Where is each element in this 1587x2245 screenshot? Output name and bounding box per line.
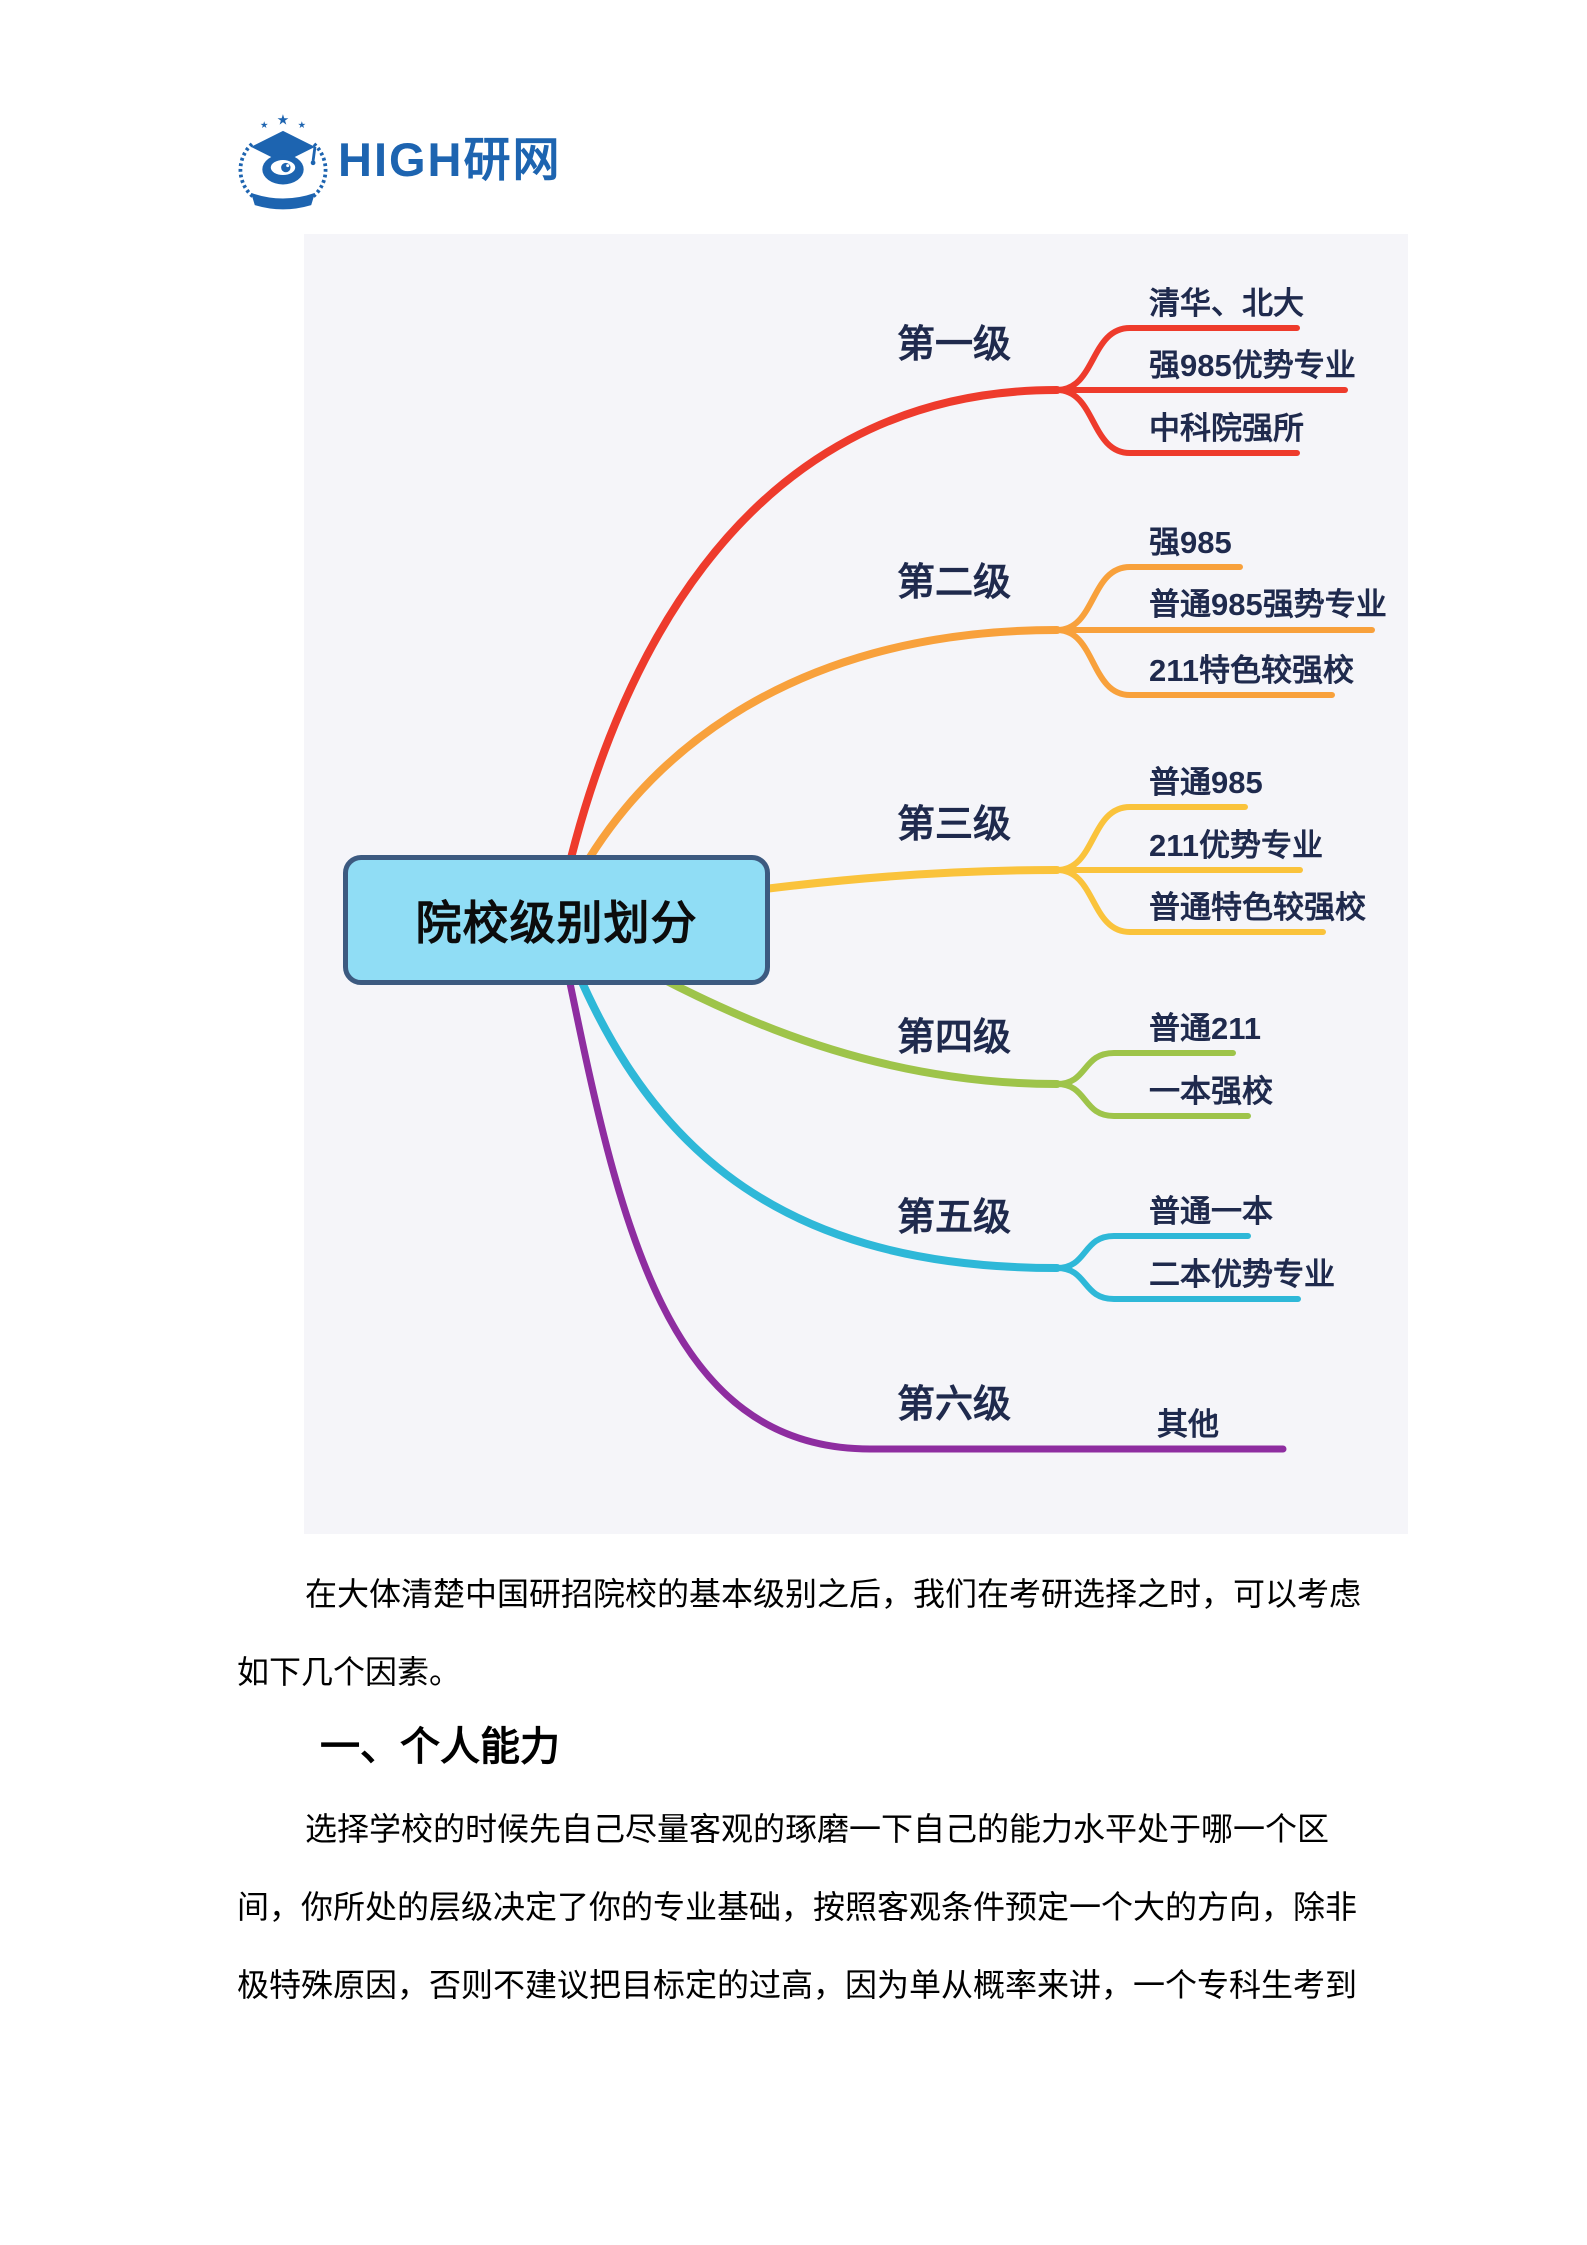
section-heading: 一、个人能力 (320, 1725, 560, 1769)
mindmap-branch-lines (553, 325, 1375, 1453)
child-label: 中科院强所 (1149, 411, 1304, 446)
branch-lines-level6 (553, 916, 1287, 1453)
child-label: 普通一本 (1149, 1194, 1273, 1229)
child-label: 强985 (1149, 525, 1232, 560)
branch-label-level2: 第二级 (896, 562, 1011, 604)
child-label: 清华、北大 (1149, 286, 1304, 321)
paragraph-line: 选择学校的时候先自己尽量客观的琢磨一下自己的能力水平处于哪一个区 (305, 1811, 1330, 1847)
child-label: 强985优势专业 (1149, 348, 1356, 383)
branch-label-level6: 第六级 (896, 1384, 1011, 1426)
child-label: 211优势专业 (1149, 828, 1324, 863)
paragraph-line: 极特殊原因，否则不建议把目标定的过高，因为单从概率来讲，一个专科生考到 (237, 1967, 1358, 2003)
branch-label-level3: 第三级 (896, 804, 1011, 846)
child-label: 普通985 (1149, 765, 1263, 800)
child-label: 普通211 (1149, 1011, 1262, 1046)
mindmap-root-node: 院校级别划分 (343, 855, 770, 985)
child-label: 二本优势专业 (1149, 1257, 1335, 1292)
child-label: 其他 (1157, 1407, 1219, 1442)
svg-text:★: ★ (298, 119, 306, 130)
branch-lines-level5 (553, 916, 1301, 1302)
branch-lines-level1 (553, 325, 1348, 924)
graduation-cap-eye-icon: ★ ★ ★ (238, 111, 328, 210)
brand-name: HIGH研网 (338, 133, 562, 186)
brand-logo: ★ ★ ★ HIGH研网 (236, 110, 562, 210)
paragraph-2: 选择学校的时候先自己尽量客观的琢磨一下自己的能力水平处于哪一个区 间，你所处的层… (237, 1790, 1367, 2024)
child-label: 一本强校 (1149, 1074, 1273, 1109)
branch-label-level5: 第五级 (896, 1197, 1011, 1239)
paragraph-1: 在大体清楚中国研招院校的基本级别之后，我们在考研选择之时，可以考虑 如下几个因素… (237, 1555, 1367, 1711)
branch-label-level1: 第一级 (896, 324, 1011, 366)
paragraph-line: 如下几个因素。 (237, 1654, 462, 1690)
paragraph-line: 在大体清楚中国研招院校的基本级别之后，我们在考研选择之时，可以考虑 (305, 1576, 1362, 1612)
mindmap-root-label: 院校级别划分 (415, 897, 698, 949)
mindmap-figure: 院校级别划分 第一级 第二级 第三级 第四级 第五级 第六级 清华、北大 强98… (304, 234, 1408, 1534)
svg-text:★: ★ (277, 111, 290, 127)
svg-text:★: ★ (260, 119, 268, 130)
paragraph-line: 间，你所处的层级决定了你的专业基础，按照客观条件预定一个大的方向，除非 (237, 1889, 1358, 1925)
child-label: 211特色较强校 (1149, 653, 1355, 688)
child-label: 普通985强势专业 (1149, 587, 1387, 622)
child-label: 普通特色较强校 (1149, 890, 1366, 925)
branch-label-level4: 第四级 (896, 1017, 1011, 1059)
